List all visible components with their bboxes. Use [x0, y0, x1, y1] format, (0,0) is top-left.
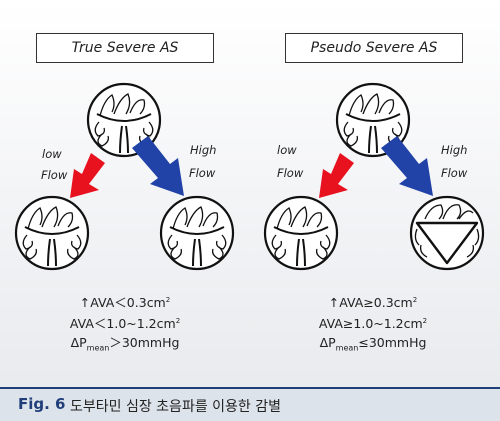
criteria-line: AVA＜1.0~1.2cm — [69, 316, 176, 332]
right-low-flow-valve — [263, 195, 339, 271]
true-severe-as-title: True Severe AS — [36, 33, 214, 63]
right-low-flow-label: Flow — [277, 166, 304, 180]
left-high-flow-arrow — [132, 136, 184, 196]
left-high-flow-label: Flow — [189, 166, 216, 180]
criteria-line: ↑AVA≥0.3cm — [328, 295, 413, 311]
figure-caption: 도부타민 심장 초음파를 이용한 감별 — [70, 399, 281, 415]
right-low-flow-arrow — [319, 153, 354, 198]
criteria-line: AVA≥1.0~1.2cm — [318, 316, 423, 332]
right-high-label: High — [441, 143, 468, 157]
right-low-label: low — [277, 143, 297, 157]
superscript: 2 — [165, 296, 171, 304]
criteria-value: ＞30mmHg — [109, 335, 180, 350]
left-low-label: low — [42, 147, 62, 161]
figure-number: Fig. 6 — [18, 395, 66, 413]
left-high-label: High — [190, 143, 217, 157]
subscript: mean — [335, 343, 359, 353]
criteria-line: ΔP — [70, 335, 87, 350]
superscript: 2 — [412, 296, 418, 304]
right-high-flow-arrow — [381, 136, 433, 196]
subscript: mean — [86, 343, 110, 353]
left-low-flow-valve — [14, 195, 90, 271]
right-high-flow-valve — [409, 195, 485, 271]
left-high-flow-valve — [159, 195, 235, 271]
criteria-line: ↑AVA＜0.3cm — [79, 295, 166, 311]
criteria-value: ≤30mmHg — [358, 335, 427, 350]
superscript: 2 — [175, 317, 181, 325]
right-high-flow-label: Flow — [441, 166, 468, 180]
pseudo-severe-criteria: ↑AVA≥0.3cm2 AVA≥1.0~1.2cm2 ΔPmean≤30mmHg — [273, 290, 473, 353]
true-severe-criteria: ↑AVA＜0.3cm2 AVA＜1.0~1.2cm2 ΔPmean＞30mmHg — [25, 290, 225, 353]
left-low-flow-arrow — [70, 153, 105, 198]
superscript: 2 — [422, 317, 428, 325]
pseudo-severe-as-title: Pseudo Severe AS — [285, 33, 463, 63]
left-low-flow-label: Flow — [41, 168, 68, 182]
criteria-line: ΔP — [319, 335, 336, 350]
caption-bar: Fig. 6 도부타민 심장 초음파를 이용한 감별 — [0, 387, 500, 421]
